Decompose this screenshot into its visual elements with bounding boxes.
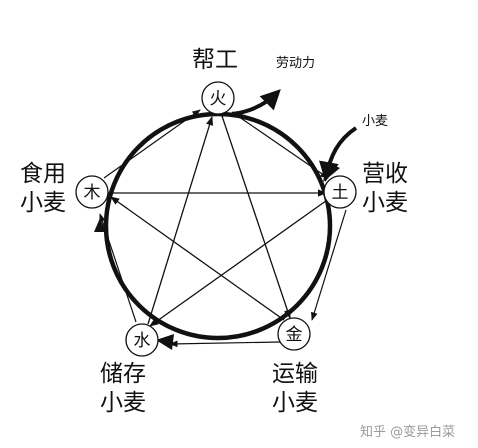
wood-label: 食用 小麦: [20, 160, 66, 218]
earth-label-line-2: 小麦: [362, 190, 408, 216]
water-label: 储存 小麦: [100, 360, 146, 418]
water-label-line-2: 小麦: [100, 390, 146, 416]
earth-node: 土: [323, 175, 357, 209]
fire-glyph: 火: [210, 89, 227, 109]
metal-label: 运输 小麦: [272, 360, 318, 418]
earth-label-line-1: 营收: [362, 161, 408, 187]
fire-label-line-1: 帮工: [192, 47, 238, 73]
wood-glyph: 木: [84, 183, 101, 203]
water-label-line-1: 储存: [100, 361, 146, 387]
metal-node: 金: [277, 317, 311, 351]
labor-input-label: 劳动力: [276, 56, 316, 71]
water-glyph: 水: [134, 331, 151, 351]
wood-node: 木: [75, 175, 109, 209]
metal-glyph: 金: [286, 325, 303, 345]
wood-label-line-1: 食用: [20, 161, 66, 187]
wheat-input-label: 小麦: [362, 114, 389, 129]
watermark: 知乎 @变异白菜: [360, 425, 456, 440]
pentagon-edges: [99, 109, 347, 348]
star-edges: [108, 115, 331, 327]
cycle-circle: [103, 111, 333, 341]
metal-label-line-2: 小麦: [272, 390, 318, 416]
labor-input-arrow: [231, 89, 281, 116]
earth-label: 营收 小麦: [362, 160, 408, 218]
water-node: 水: [125, 323, 159, 357]
metal-label-line-1: 运输: [272, 361, 318, 387]
fire-node: 火: [201, 81, 235, 115]
wood-label-line-2: 小麦: [20, 190, 66, 216]
fire-label: 帮工: [192, 46, 238, 75]
earth-glyph: 土: [332, 183, 349, 203]
wheat-input-arrow: [319, 126, 358, 182]
